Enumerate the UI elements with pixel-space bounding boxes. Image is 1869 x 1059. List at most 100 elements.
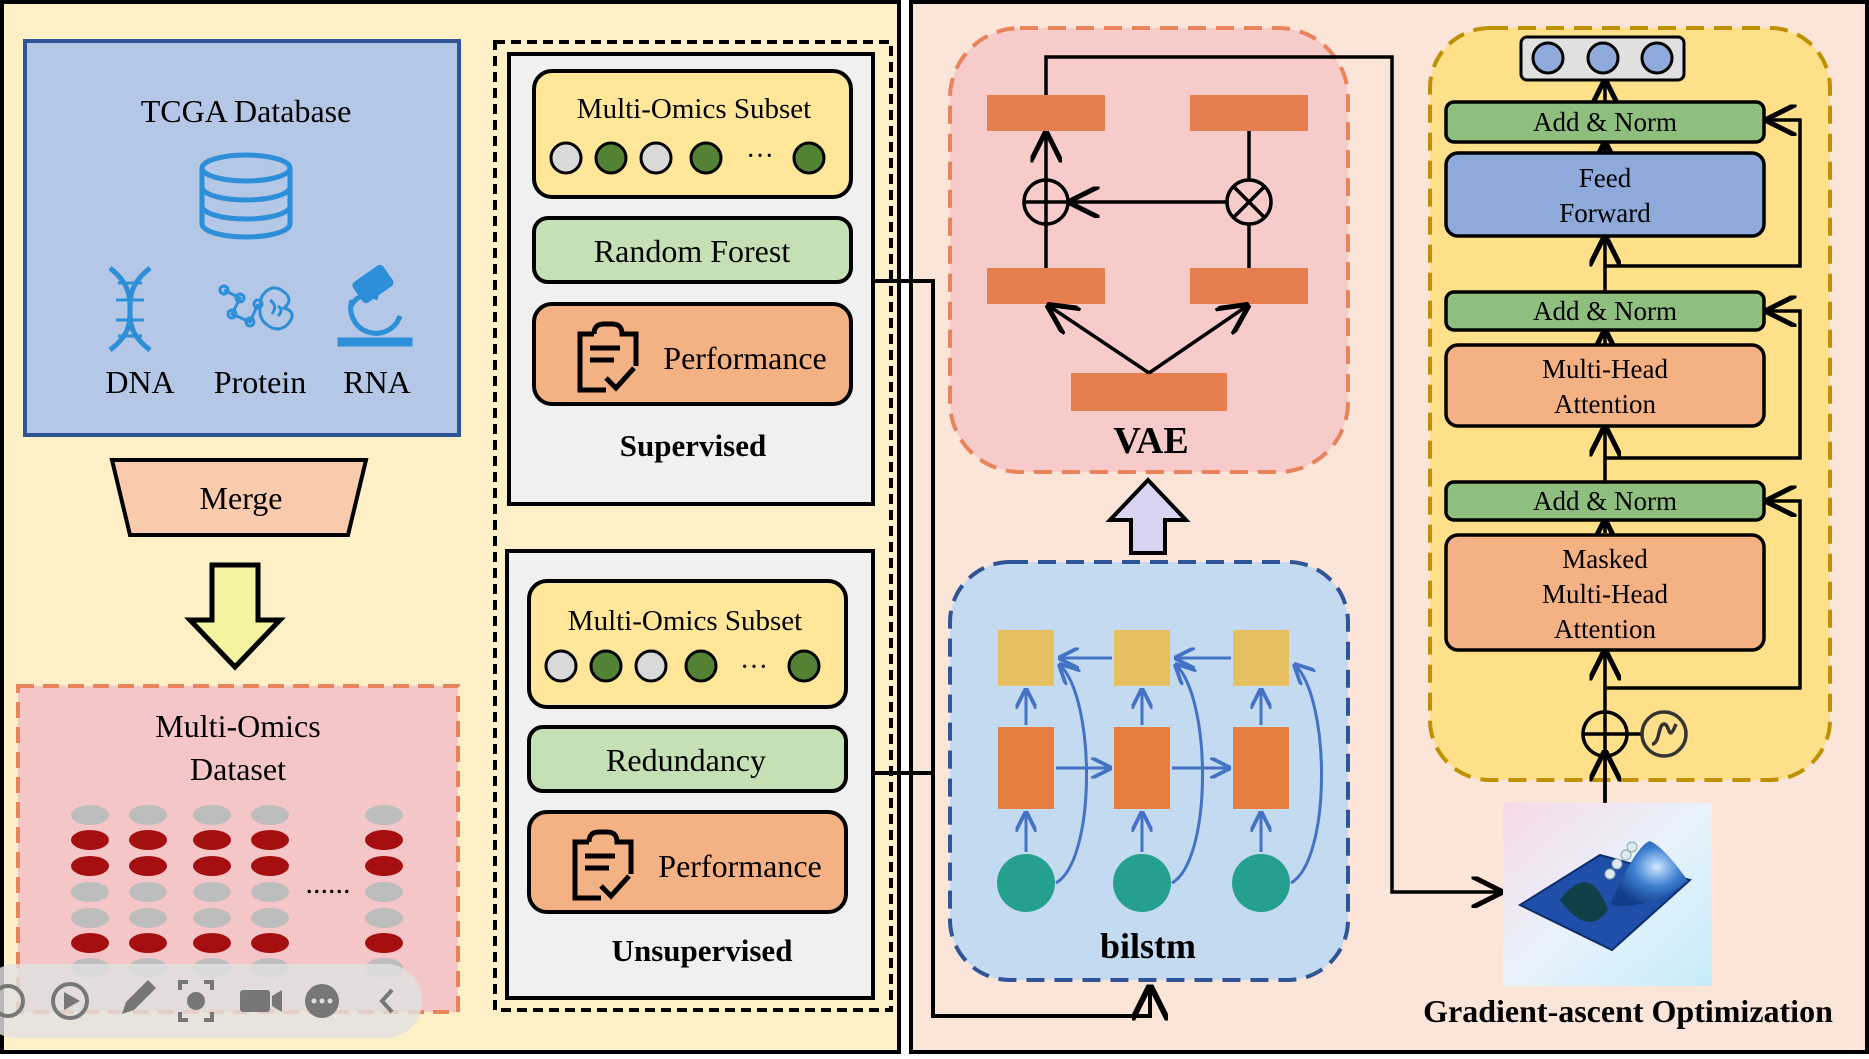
- unsupervised-subset-dots: [544, 649, 821, 683]
- lstm-backward-arrow: [1290, 665, 1323, 885]
- masked-line1: Masked: [1562, 544, 1648, 574]
- dataset-title-line2: Dataset: [190, 751, 286, 787]
- bilstm-label: bilstm: [1100, 926, 1196, 966]
- add-norm-1: [1444, 480, 1766, 522]
- play-icon[interactable]: [51, 982, 89, 1020]
- add-norm-2-label: Add & Norm: [1533, 296, 1677, 326]
- omics-cell-low: [365, 805, 403, 825]
- lstm-hidden-cell: [1233, 727, 1289, 809]
- subset-dot: [689, 141, 723, 175]
- omics-cell-low: [129, 805, 167, 825]
- omics-cell-high: [251, 856, 289, 876]
- subset-dot: [684, 649, 718, 683]
- supervised-performance-box: [532, 302, 853, 406]
- masked-line3: Attention: [1554, 614, 1656, 644]
- subset-dot: [792, 141, 826, 175]
- lstm-input-node: [1232, 854, 1290, 912]
- gradient-ascent-label: Gradient-ascent Optimization: [1423, 993, 1833, 1029]
- more-icon[interactable]: [305, 984, 339, 1018]
- omics-cell-high: [129, 830, 167, 850]
- omics-cell-low: [71, 908, 109, 928]
- omics-cell-high: [193, 830, 231, 850]
- supervised-subset-label: Multi-Omics Subset: [577, 93, 811, 125]
- omics-cell-high: [71, 830, 109, 850]
- random-forest-label: Random Forest: [594, 233, 791, 269]
- tcga-database-box: TCGA Database: [23, 39, 461, 437]
- omics-cell-high: [129, 856, 167, 876]
- vae-module: VAE: [948, 26, 1500, 892]
- omics-cell-high: [251, 830, 289, 850]
- omics-cell-high: [365, 830, 403, 850]
- omics-cell-low: [365, 882, 403, 902]
- mha-line2: Attention: [1554, 389, 1656, 419]
- unsupervised-performance-label: Performance: [658, 848, 821, 884]
- lstm-hidden-cell: [1114, 727, 1170, 809]
- add-norm-2: [1444, 290, 1766, 332]
- unsupervised-dots-ellipsis: ···: [740, 652, 768, 683]
- omics-cell-high: [71, 933, 109, 953]
- screenshot-icon[interactable]: [178, 980, 214, 1022]
- omics-cell-low: [193, 908, 231, 928]
- supervised-subset: [532, 69, 853, 199]
- rna-icon: [337, 264, 413, 347]
- add-norm-3-label: Add & Norm: [1533, 107, 1677, 137]
- supervised-dots-ellipsis: ···: [746, 141, 774, 172]
- lstm-hidden-cell: [998, 727, 1054, 809]
- unsupervised-performance-box: [527, 810, 848, 914]
- collapse-icon[interactable]: [379, 988, 394, 1014]
- database-icon: [199, 152, 293, 240]
- omics-label-dna: DNA: [105, 364, 174, 400]
- lstm-backward-arrow: [1055, 665, 1088, 885]
- omics-cell-low: [129, 882, 167, 902]
- bilstm-module: bilstm: [948, 560, 1350, 982]
- clipboard-check-icon-2: [572, 829, 634, 901]
- camera-icon[interactable]: [240, 990, 282, 1012]
- unsupervised-title: Unsupervised: [612, 933, 793, 968]
- positional-encoding-icon: [1640, 710, 1688, 758]
- add-norm-1-label: Add & Norm: [1533, 486, 1677, 516]
- omics-cell-high: [365, 856, 403, 876]
- multi-omics-dataset: Multi-Omics Dataset ......: [16, 684, 460, 1014]
- subset-dot: [639, 141, 673, 175]
- pen-icon[interactable]: [122, 980, 156, 1014]
- supervised-title: Supervised: [620, 428, 766, 463]
- lstm-cells: [997, 630, 1323, 912]
- vae-blocks: [987, 95, 1308, 411]
- selection-connectors: [875, 279, 1150, 1016]
- down-arrow: [184, 562, 286, 671]
- dataset-ellipsis: ......: [306, 867, 351, 900]
- lstm-output-cell: [1114, 630, 1170, 686]
- subset-dot: [544, 649, 578, 683]
- omics-cell-low: [365, 908, 403, 928]
- subset-dot: [549, 141, 583, 175]
- lstm-input-node: [1113, 854, 1171, 912]
- lstm-output-cell: [998, 630, 1054, 686]
- unsupervised-panel: Multi-Omics Subset ··· Redundancy Perfor…: [505, 549, 875, 1000]
- omics-cell-low: [251, 908, 289, 928]
- unsupervised-subset: [527, 579, 848, 709]
- merge-step: Merge: [109, 458, 369, 537]
- transformer-module: Add & Norm Feed Forward Add & Norm Multi…: [1428, 26, 1832, 804]
- tcga-title: TCGA Database: [141, 93, 352, 129]
- omics-cell-low: [193, 882, 231, 902]
- omics-cell-high: [71, 856, 109, 876]
- feed-forward-line2: Forward: [1559, 198, 1651, 228]
- omics-label-protein: Protein: [214, 364, 306, 400]
- merge-label: Merge: [200, 480, 283, 516]
- back-icon[interactable]: [0, 984, 25, 1018]
- omics-cell-high: [129, 933, 167, 953]
- clipboard-check-icon: [577, 321, 639, 393]
- lstm-input-node: [997, 854, 1055, 912]
- random-forest-box: [532, 216, 853, 284]
- vae-label: VAE: [1113, 420, 1188, 462]
- masked-line2: Multi-Head: [1542, 579, 1668, 609]
- omics-cell-low: [71, 805, 109, 825]
- omics-cell-high: [193, 933, 231, 953]
- feed-forward-box: [1444, 151, 1766, 238]
- redundancy-box: [527, 725, 848, 793]
- subset-dot: [787, 649, 821, 683]
- feed-forward-line1: Feed: [1579, 163, 1632, 193]
- unsupervised-subset-label: Multi-Omics Subset: [568, 605, 802, 637]
